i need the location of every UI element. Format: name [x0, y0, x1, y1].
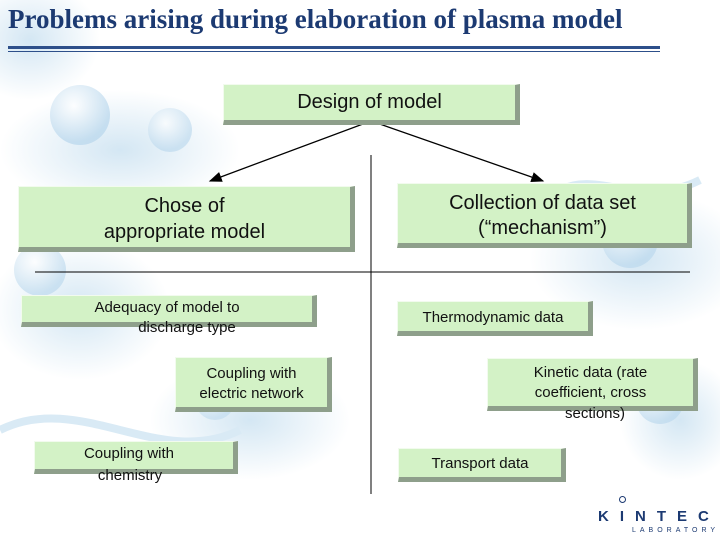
- logo-ring-icon: [619, 496, 626, 503]
- design-of-model-box: Design of model: [223, 84, 520, 125]
- kinetic-line1: Kinetic data (rate: [533, 364, 648, 381]
- adequacy-box: Adequacy of model to discharge type: [21, 295, 317, 336]
- coupling-electric-box: Coupling with electric network: [175, 357, 332, 412]
- adequacy-line1: Adequacy of model to: [94, 299, 240, 316]
- coupling-chemistry-box: Coupling with: [34, 441, 238, 474]
- kinetic-line3: sections): [564, 405, 626, 422]
- title-underline: [8, 46, 660, 49]
- kintech-logo: KINTECH LABORATORY: [598, 496, 720, 540]
- chose-model-box: Chose of appropriate model: [18, 186, 355, 252]
- coupling-chemistry-line1: Coupling with: [83, 445, 175, 462]
- coupling-electric-line2: electric network: [199, 385, 304, 402]
- kinetic-box: Kinetic data (rate coefficient, cross: [487, 358, 698, 411]
- kinetic-line2: coefficient, cross: [534, 384, 647, 401]
- arrow-to-chose: [208, 120, 372, 182]
- thermodynamic-label: Thermodynamic data: [422, 309, 564, 326]
- coupling-electric-line1: Coupling with: [206, 365, 297, 382]
- logo-subtitle: LABORATORY: [632, 527, 720, 534]
- arrow-to-collection: [370, 120, 545, 183]
- collection-line1: Collection of data set: [449, 192, 636, 214]
- thermodynamic-box: Thermodynamic data: [397, 301, 593, 336]
- transport-box: Transport data: [398, 448, 566, 482]
- chose-model-line1: Chose of: [144, 195, 225, 217]
- collection-line2: (“mechanism”): [478, 217, 607, 239]
- chose-model-line2: appropriate model: [103, 221, 266, 243]
- page-title: Problems arising during elaboration of p…: [8, 4, 623, 34]
- adequacy-line2: discharge type: [138, 319, 236, 336]
- logo-wordmark: KINTECH: [598, 508, 720, 525]
- transport-label: Transport data: [431, 455, 529, 472]
- collection-box: Collection of data set (“mechanism”): [397, 183, 692, 248]
- coupling-chemistry-line2: chemistry: [97, 467, 163, 484]
- design-of-model-label: Design of model: [297, 91, 442, 113]
- title-underline-thin: [8, 51, 660, 52]
